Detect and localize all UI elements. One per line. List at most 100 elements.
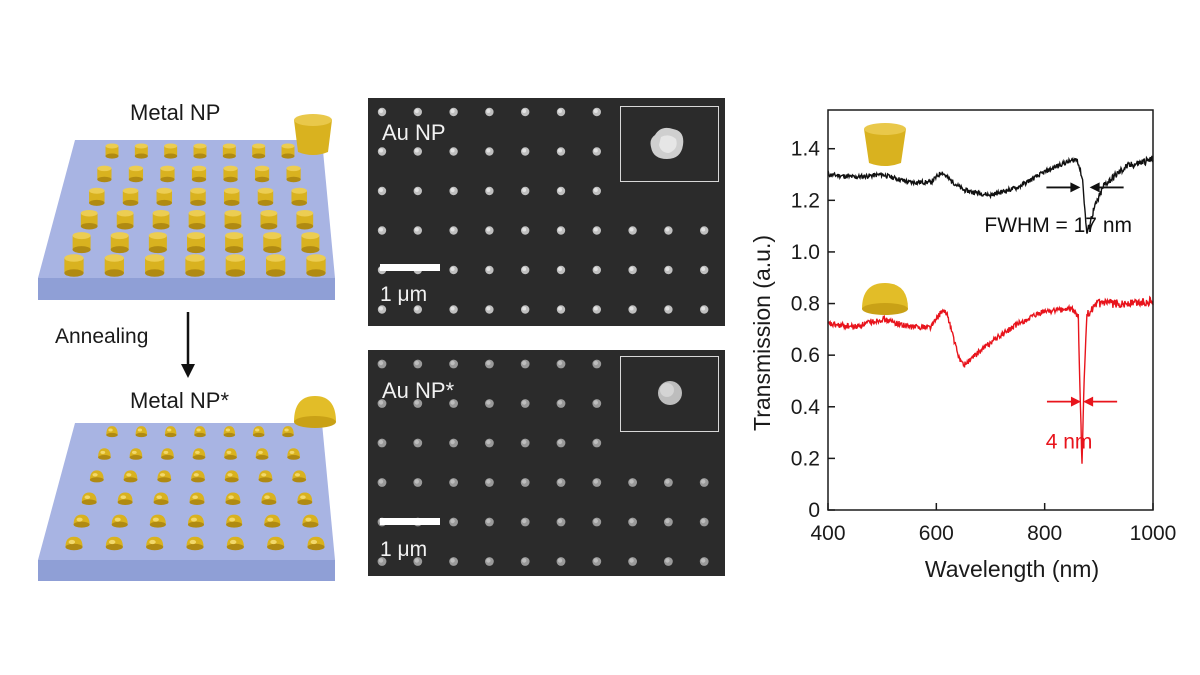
dome-particle xyxy=(186,536,204,551)
sem-nanoparticle xyxy=(377,147,387,156)
dome-particle xyxy=(164,426,177,438)
sem-nanoparticle xyxy=(521,186,530,196)
dome-particle xyxy=(223,426,236,438)
cylinder-particle xyxy=(296,209,314,230)
dome-particle xyxy=(146,536,164,551)
cylinder-particle xyxy=(257,187,274,206)
sem-nanoparticle xyxy=(521,305,530,314)
sem-nanoparticle xyxy=(664,557,673,566)
sem-nanoparticle xyxy=(592,226,601,235)
cylinder-particle xyxy=(281,143,295,159)
sem-nanoparticle xyxy=(664,478,673,487)
sem-nanoparticle xyxy=(521,265,530,275)
cylinder-particle-grid xyxy=(64,143,326,277)
y-tick-label: 1.2 xyxy=(791,189,820,212)
y-tick-label: 0 xyxy=(808,499,820,522)
sem-nanoparticle xyxy=(413,186,422,196)
sem-nanoparticle xyxy=(377,399,387,408)
cylinder-particle xyxy=(110,232,129,254)
dome-particle xyxy=(292,470,307,483)
cylinder-particle xyxy=(105,143,119,159)
sem-inset-particle xyxy=(658,381,682,405)
y-tick-label: 0.6 xyxy=(791,344,820,367)
sem-nanoparticle xyxy=(449,478,458,487)
sem-nanoparticle xyxy=(521,107,530,117)
sem-nanoparticle xyxy=(664,265,673,275)
dome-particle xyxy=(105,536,123,551)
y-tick-label: 1.0 xyxy=(791,241,820,264)
y-tick-label: 0.4 xyxy=(791,396,821,419)
sem-nanoparticle xyxy=(628,305,637,314)
dome-particle xyxy=(123,470,138,483)
sem-nanoparticle xyxy=(699,557,709,566)
dome-particle xyxy=(191,470,205,483)
sem-nanoparticle xyxy=(449,399,458,408)
dome-particle xyxy=(149,514,166,528)
cylinder-particle xyxy=(291,187,307,206)
dome-particle xyxy=(89,470,104,483)
dome-particle xyxy=(157,470,172,483)
cylinder-particle xyxy=(156,187,173,206)
sem-nanoparticle xyxy=(628,557,637,566)
cylinder-particle xyxy=(185,254,205,277)
dome-particle xyxy=(65,536,83,551)
cylinder-particle xyxy=(116,209,134,230)
cylinder-particle xyxy=(224,209,242,230)
cylinder-particle xyxy=(80,209,98,230)
sem-nanoparticle xyxy=(485,186,494,196)
cylinder-particle xyxy=(104,254,124,277)
linewidth-annotation: 4 nm xyxy=(1046,396,1118,453)
sem-nanoparticle xyxy=(592,557,602,566)
sem-nanoparticle xyxy=(556,359,566,369)
dome-particle xyxy=(117,492,133,505)
cylinder-particle xyxy=(225,254,245,277)
cylinder-particle xyxy=(266,254,286,277)
sem-nanoparticle xyxy=(449,107,458,117)
dome-particle xyxy=(192,448,206,460)
cylinder-particle xyxy=(286,165,301,183)
sem-nanoparticle xyxy=(485,478,494,487)
cylinder-particle xyxy=(134,143,148,159)
x-tick-label: 800 xyxy=(1027,522,1062,545)
dome-particle-grid xyxy=(65,426,325,551)
sem-nanoparticle xyxy=(520,399,530,408)
sem-inset-particle xyxy=(650,127,684,159)
sem-nanoparticle xyxy=(521,226,530,235)
cylinder-particle xyxy=(306,254,326,277)
sem-nanoparticle xyxy=(449,359,458,369)
sem-nanoparticle xyxy=(413,557,423,566)
cylinder-particle xyxy=(225,232,244,254)
plot-frame xyxy=(827,109,1154,511)
sem-nanoparticle xyxy=(628,517,637,527)
sem-nanoparticle xyxy=(556,478,566,487)
sem-nanoparticle xyxy=(628,265,637,275)
dome-particle xyxy=(287,448,300,460)
sem-nanoparticle xyxy=(377,478,387,487)
sem-nanoparticle xyxy=(592,265,601,275)
y-tick-label: 1.4 xyxy=(791,138,821,161)
fwhm-annotation: FWHM = 17 nm xyxy=(984,182,1132,237)
sem-nanoparticle xyxy=(592,107,601,117)
sem-nanoparticle xyxy=(413,399,423,408)
scale-bar-label: 1 μm xyxy=(380,283,428,306)
sem-title-au-np: Au NP xyxy=(382,120,446,145)
cylinder-particle xyxy=(193,143,207,159)
cylinder-particle xyxy=(223,187,240,206)
sem-title-au-np-star: Au NP* xyxy=(382,378,455,403)
cylinder-particle xyxy=(89,187,105,206)
sem-nanoparticle xyxy=(556,186,566,196)
sem-nanoparticle xyxy=(485,438,494,448)
sem-nanoparticle xyxy=(413,478,423,487)
dome-particle xyxy=(189,492,205,505)
sem-nanoparticle xyxy=(592,359,602,369)
sem-nanoparticle xyxy=(413,107,422,117)
dome-particle xyxy=(224,448,237,460)
dome-particle xyxy=(307,536,325,551)
sem-nanoparticle xyxy=(700,226,709,235)
sem-inset-au-np xyxy=(620,106,719,182)
dome-particle xyxy=(258,470,273,483)
substrate-side xyxy=(38,560,335,581)
cylinder-particle xyxy=(252,143,266,159)
sem-nanoparticle xyxy=(449,305,458,314)
